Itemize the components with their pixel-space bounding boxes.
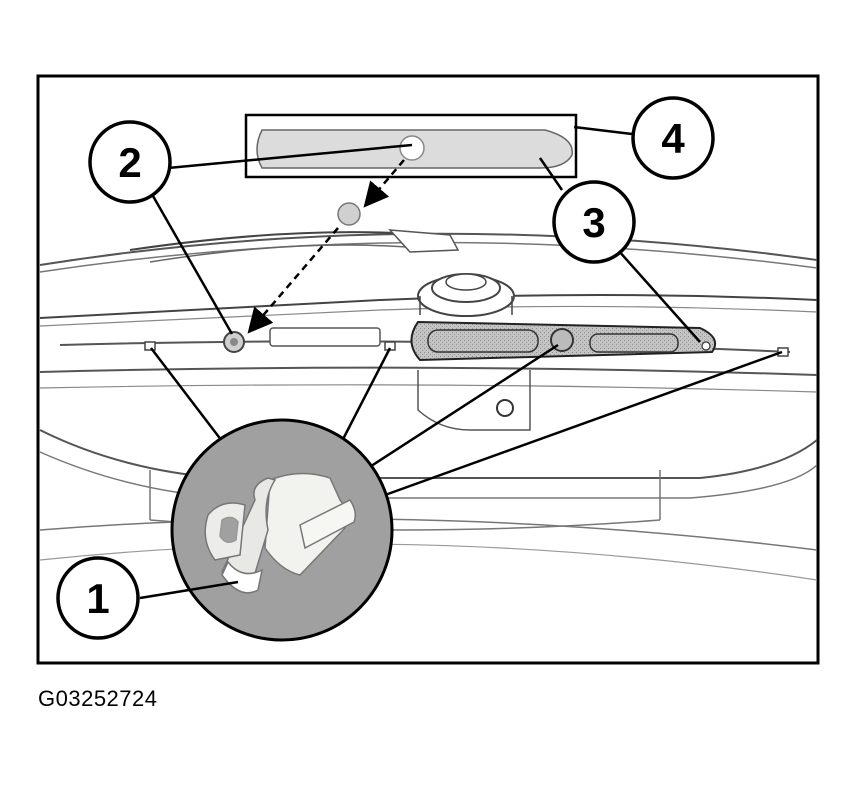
callout-1-label: 1	[86, 575, 109, 622]
callout-3-label: 3	[582, 199, 605, 246]
callout-3: 3	[552, 180, 636, 264]
push-in-clip	[204, 472, 357, 594]
grommet-inset	[399, 135, 425, 161]
install-arrow-lower	[247, 227, 339, 334]
install-arrow-upper	[363, 159, 405, 208]
callout-2-label: 2	[118, 139, 141, 186]
callout-2: 2	[88, 120, 172, 204]
callout-leaders	[139, 125, 701, 600]
callout-1: 1	[56, 556, 140, 640]
zoom-leader-lines	[150, 343, 783, 497]
callout-4-label: 4	[661, 115, 685, 162]
figure-id-label: G03252724	[38, 686, 158, 711]
grommet-mid	[337, 202, 361, 226]
callout-4: 4	[631, 96, 715, 180]
